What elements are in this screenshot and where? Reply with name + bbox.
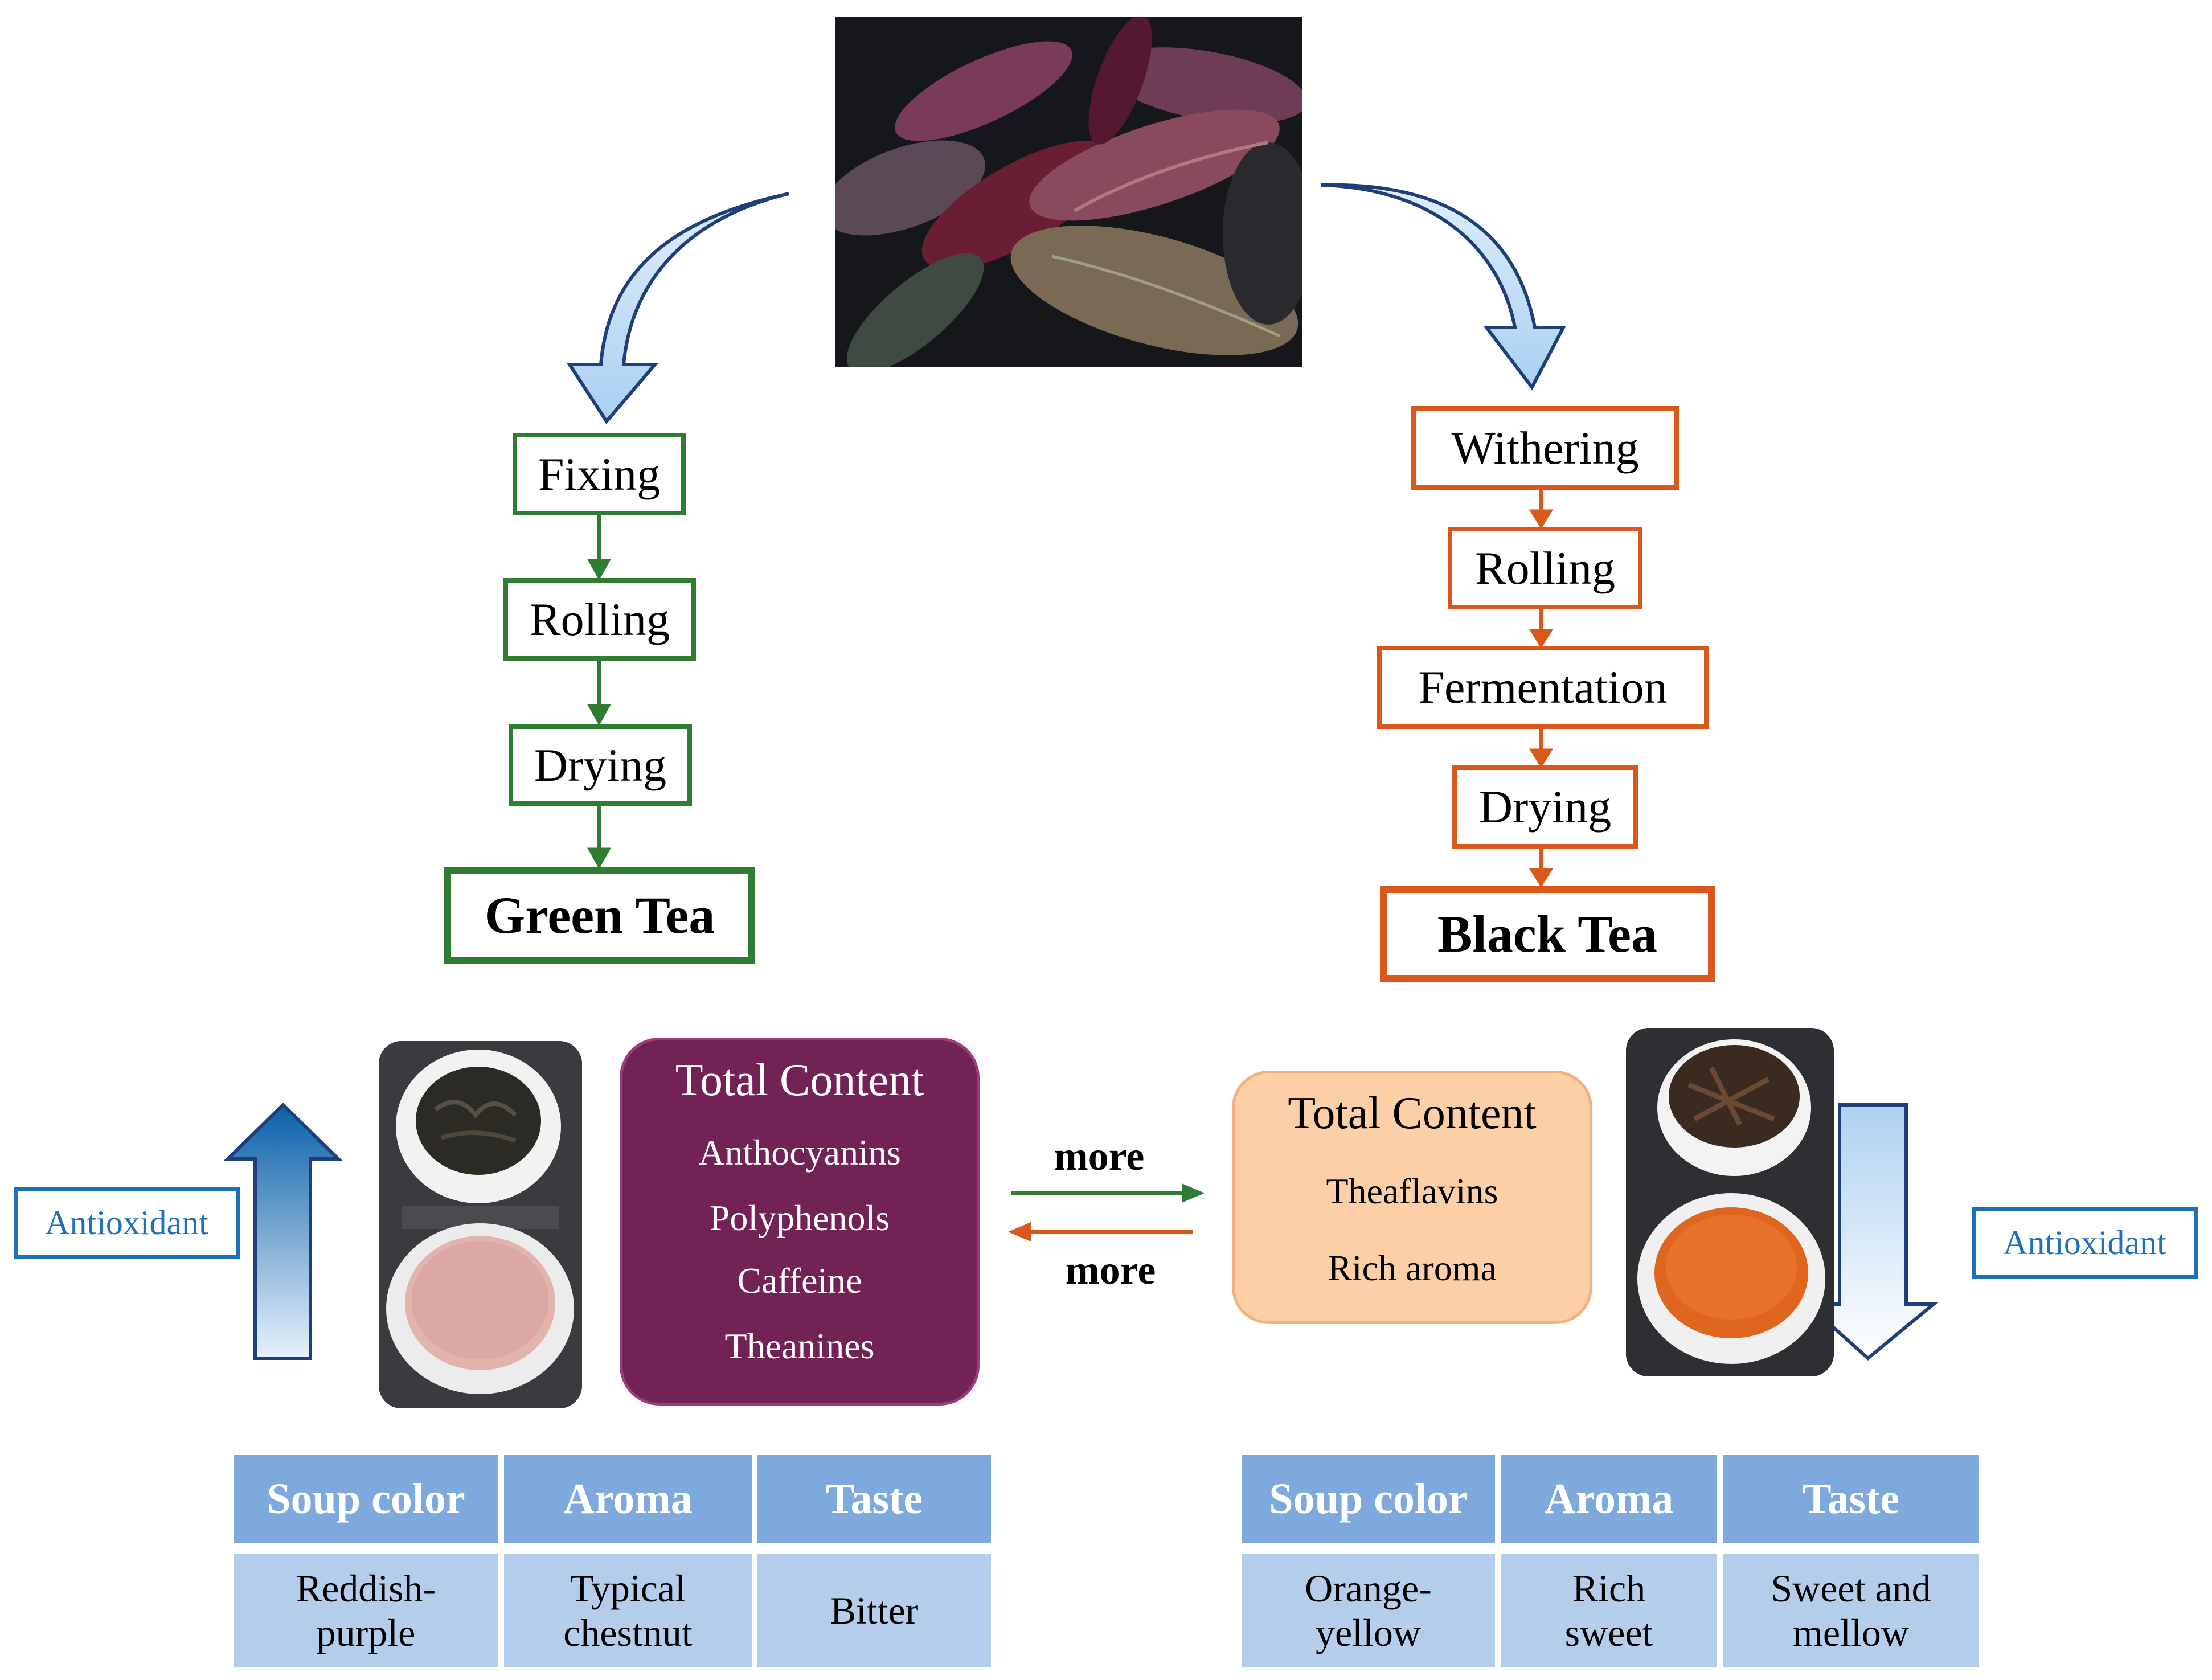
result-label: Black Tea [1437, 905, 1657, 963]
antioxidant-text: Antioxidant [2003, 1224, 2166, 1261]
content-item-polyphenols: Polyphenols [709, 1198, 890, 1238]
step-label: Withering [1451, 421, 1639, 474]
black-step-fermentation: Fermentation [1377, 646, 1709, 729]
black-table-header-taste: Taste [1723, 1455, 1979, 1543]
green-table-cell-aroma: Typical chestnut [504, 1554, 752, 1667]
green-table-header-aroma: Aroma [504, 1455, 752, 1543]
step-label: Drying [534, 739, 667, 791]
cell-text: Orange- [1305, 1566, 1432, 1610]
header-text: Taste [825, 1475, 923, 1523]
green-total-content-box: Total Content Anthocyanins Polyphenols C… [620, 1038, 980, 1406]
header-text: Soup color [1269, 1475, 1468, 1523]
green-table-cell-soup-color: Reddish- purple [234, 1554, 498, 1667]
antioxidant-down-arrow [1803, 1103, 1939, 1361]
curved-arrow-right [1321, 183, 1566, 391]
content-title: Total Content [1288, 1088, 1537, 1138]
black-tea-cup-illustration [1626, 1028, 1834, 1376]
result-label: Green Tea [484, 886, 715, 944]
cell-text: Sweet and [1771, 1566, 1931, 1610]
green-tea-result: Green Tea [444, 867, 755, 964]
compare-arrow-right [1011, 1183, 1205, 1203]
purple-tea-leaf-photo [835, 17, 1302, 367]
content-item-theaflavins: Theaflavins [1326, 1171, 1498, 1211]
black-tea-result: Black Tea [1380, 886, 1715, 982]
cell-text: sweet [1564, 1611, 1653, 1654]
cell-text: purple [316, 1611, 416, 1654]
step-label: Fermentation [1418, 661, 1668, 713]
step-label: Rolling [1474, 542, 1616, 594]
black-total-content-box: Total Content Theaflavins Rich aroma [1232, 1071, 1592, 1324]
content-item-theanines: Theanines [724, 1326, 875, 1366]
more-label-right: more [1008, 1130, 1190, 1182]
antioxidant-label-right: Antioxidant [1972, 1207, 2198, 1279]
compare-arrow-left [1008, 1222, 1193, 1241]
content-item-caffeine: Caffeine [737, 1260, 862, 1301]
green-table-cell-taste: Bitter [757, 1554, 991, 1667]
more-text: more [1065, 1247, 1156, 1293]
cell-text: chestnut [563, 1611, 693, 1654]
black-table-cell-soup-color: Orange- yellow [1242, 1554, 1495, 1667]
cell-text: Typical [570, 1566, 686, 1610]
green-step-drying: Drying [509, 724, 692, 806]
cell-text: mellow [1793, 1611, 1909, 1654]
black-step-drying: Drying [1452, 765, 1638, 849]
more-label-left: more [1019, 1244, 1202, 1296]
black-table-header-aroma: Aroma [1501, 1455, 1717, 1543]
green-step-fixing: Fixing [513, 433, 686, 515]
black-step-rolling: Rolling [1448, 527, 1642, 609]
curved-arrow-left [566, 192, 789, 425]
cell-text: Rich [1572, 1566, 1646, 1610]
black-table-header-soup-color: Soup color [1242, 1455, 1495, 1543]
more-text: more [1054, 1133, 1145, 1179]
content-title: Total Content [675, 1055, 924, 1105]
leaf-illustration [835, 17, 1302, 367]
black-step-withering: Withering [1411, 406, 1679, 490]
step-label: Drying [1478, 781, 1612, 833]
cell-text: Reddish- [296, 1566, 436, 1610]
antioxidant-text: Antioxidant [45, 1204, 208, 1241]
header-text: Aroma [563, 1475, 693, 1523]
cell-text: yellow [1315, 1611, 1422, 1654]
green-tea-cup-illustration [379, 1041, 582, 1408]
black-table-cell-aroma: Rich sweet [1501, 1554, 1717, 1667]
content-item-rich-aroma: Rich aroma [1328, 1248, 1497, 1288]
black-table-cell-taste: Sweet and mellow [1723, 1554, 1979, 1667]
step-label: Rolling [529, 593, 670, 645]
antioxidant-up-arrow [223, 1102, 343, 1360]
green-table-header-soup-color: Soup color [234, 1455, 498, 1543]
step-label: Fixing [538, 448, 661, 500]
header-text: Aroma [1544, 1475, 1674, 1523]
black-tea-cup-photo [1626, 1028, 1834, 1376]
cell-text: Bitter [830, 1588, 919, 1632]
header-text: Taste [1802, 1475, 1900, 1523]
green-tea-cup-photo [379, 1041, 582, 1408]
green-step-rolling: Rolling [503, 578, 696, 661]
green-table-header-taste: Taste [757, 1455, 991, 1543]
content-item-anthocyanins: Anthocyanins [698, 1132, 901, 1173]
antioxidant-label-left: Antioxidant [14, 1187, 240, 1259]
header-text: Soup color [267, 1475, 465, 1523]
